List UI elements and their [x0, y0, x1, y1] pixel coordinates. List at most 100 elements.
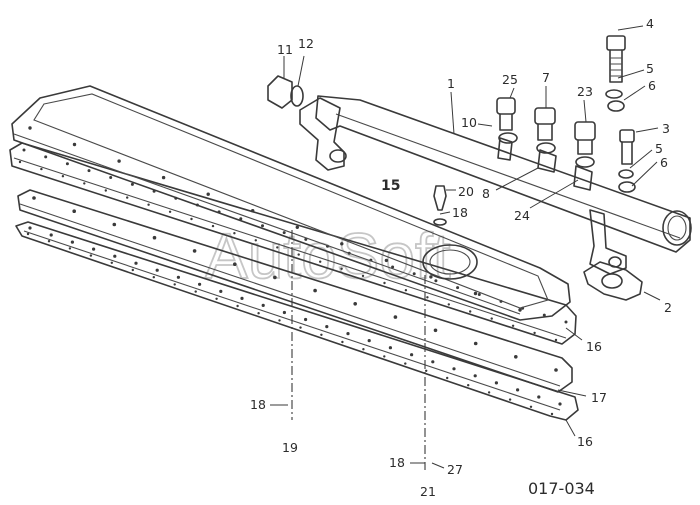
bolt-hole: [49, 233, 53, 237]
bolt-hole: [104, 189, 108, 192]
bolt-hole: [83, 182, 86, 185]
bolt-hole: [219, 289, 223, 293]
bolt-hole: [426, 296, 429, 299]
bolt-hole: [110, 261, 114, 264]
bolt-hole: [276, 246, 279, 249]
bolt-hole: [299, 326, 302, 329]
stud-7: [534, 107, 556, 154]
bolt-hole: [47, 240, 51, 243]
callout-18-left: 18: [250, 397, 266, 412]
bolt-hole: [126, 196, 129, 199]
callout-27: 27: [447, 462, 463, 477]
bolt-hole: [40, 167, 43, 171]
bolt-hole: [558, 402, 562, 406]
bolt-3: [619, 129, 635, 165]
leader-lines: [270, 25, 661, 469]
bolt-hole: [236, 304, 239, 308]
callout-17: 17: [591, 390, 607, 405]
bolt-hole: [240, 296, 244, 300]
callout-2: 2: [664, 300, 672, 315]
bolt-hole: [22, 148, 26, 152]
bolt-hole: [28, 126, 32, 130]
bolt-hole: [537, 395, 541, 399]
bolt-hole: [452, 367, 456, 371]
callout-19: 19: [282, 440, 298, 455]
flange-gasket: [583, 261, 643, 301]
bolt-hole: [383, 355, 386, 358]
bolt-hole: [533, 331, 536, 335]
bolt-hole: [473, 374, 477, 378]
bolt-hole: [346, 332, 350, 336]
bolt-hole: [384, 258, 389, 263]
bolt-hole: [173, 283, 176, 286]
callout-1: 1: [447, 76, 455, 91]
callout-6-top: 6: [648, 78, 656, 93]
bolt-hole: [254, 239, 257, 242]
bolt-hole: [176, 275, 180, 279]
bolt-hole: [72, 209, 76, 213]
bolt-4: [606, 35, 626, 83]
bolt-hole: [564, 320, 568, 324]
bolt-hole: [261, 224, 264, 228]
bolt-hole: [44, 155, 48, 159]
bolt-hole: [353, 302, 358, 306]
bolt-hole: [68, 247, 72, 250]
breather-20: [433, 185, 447, 226]
callout-12: 12: [298, 36, 314, 51]
bolt-hole: [362, 348, 365, 351]
upper-gasket: [9, 142, 577, 345]
bolt-hole: [388, 346, 392, 350]
bolt-hole: [155, 268, 159, 272]
stud-25: [496, 97, 518, 144]
washers: [605, 89, 636, 193]
bolt-hole: [340, 267, 343, 270]
bolt-hole: [469, 310, 472, 313]
bolt-hole: [273, 275, 277, 280]
bolt-hole: [447, 303, 450, 306]
lower-gasket: [15, 221, 579, 421]
bolt-hole: [32, 196, 36, 200]
bolt-hole: [434, 279, 438, 283]
bolt-hole: [239, 217, 243, 221]
callout-16-lower: 16: [577, 434, 593, 449]
bolt-hole: [542, 313, 546, 317]
bolt-hole: [383, 281, 386, 285]
bolt-hole: [361, 274, 365, 278]
bolt-hole: [131, 268, 134, 272]
bolt-hole: [431, 360, 435, 364]
bolt-hole: [152, 276, 155, 279]
callout-3: 3: [662, 121, 670, 136]
bolt-hole: [446, 376, 449, 380]
bolt-hole: [341, 340, 344, 344]
stud-23: [574, 121, 596, 168]
bolt-hole: [65, 162, 69, 166]
callout-10: 10: [461, 115, 477, 130]
bolt-hole: [257, 312, 260, 315]
bolt-hole: [467, 384, 470, 387]
callout-8: 8: [482, 186, 490, 201]
bolt-hole: [113, 254, 117, 258]
bolt-hole: [340, 242, 344, 246]
bolt-hole: [117, 159, 121, 163]
bolt-hole: [87, 169, 91, 173]
bolt-hole: [320, 333, 323, 336]
bolt-hole: [313, 288, 317, 293]
bolt-hole: [28, 226, 32, 230]
callout-21: 21: [420, 484, 436, 499]
bolt-hole: [233, 262, 237, 267]
bolt-hole: [278, 319, 281, 322]
callout-23: 23: [577, 84, 593, 99]
callout-18-bottom: 18: [389, 455, 405, 470]
bolt-hole: [70, 240, 74, 244]
bolt-hole: [456, 286, 460, 290]
bolt-hole: [215, 297, 218, 300]
callout-labels: 1 2 3 4 5 6 5 6 7 8 10 11 12 15 16 16 17…: [250, 16, 672, 499]
bolt-hole: [112, 222, 117, 227]
bolt-hole: [282, 231, 286, 235]
bolt-hole: [134, 261, 138, 265]
bolt-hole: [412, 272, 416, 276]
bolt-hole: [477, 293, 481, 296]
bolt-hole: [319, 260, 322, 263]
